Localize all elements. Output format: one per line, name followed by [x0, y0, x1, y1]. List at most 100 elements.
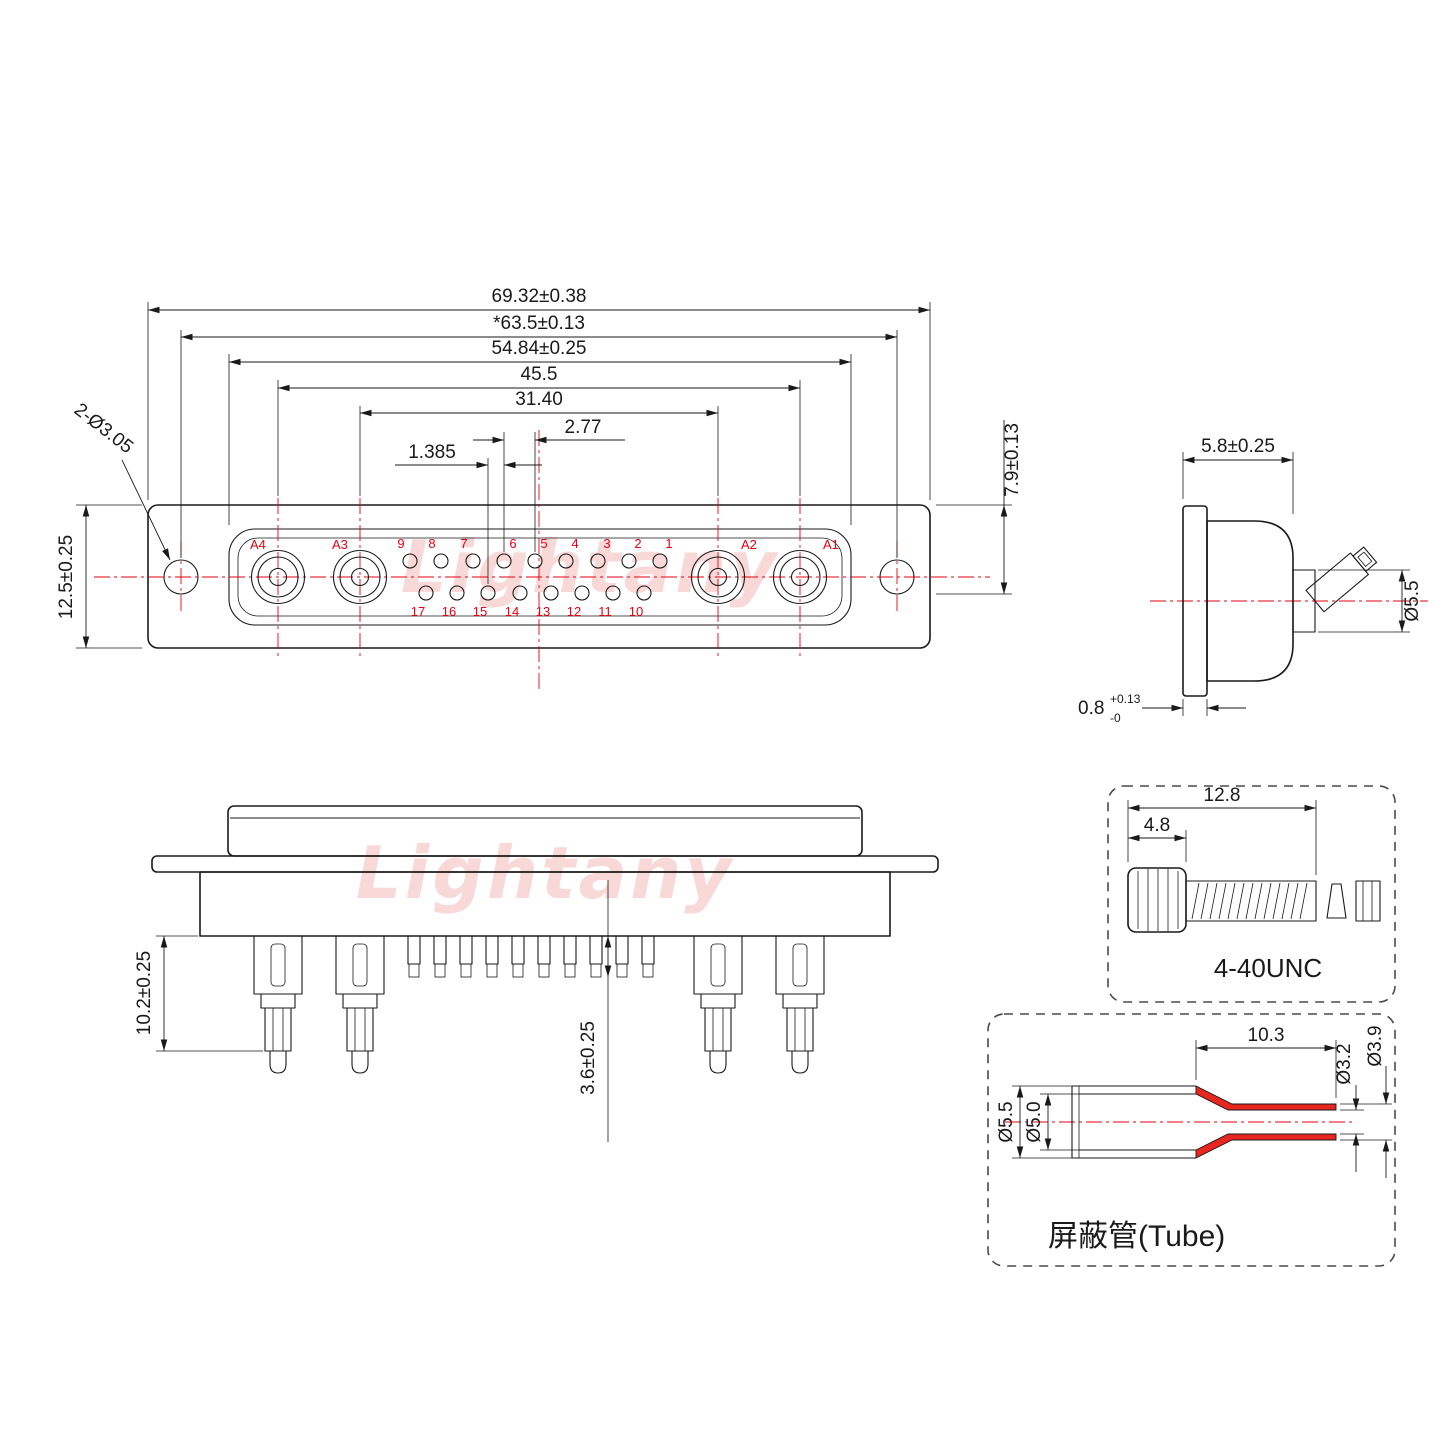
- screw-shaft: [1185, 880, 1317, 922]
- pin-label: 6: [509, 536, 516, 551]
- pin-label: 17: [411, 604, 425, 619]
- dim-text: 31.40: [515, 389, 563, 410]
- pin-row-top: 9 8 7 6 5 4 3 2 1: [397, 536, 673, 569]
- dim-width-outer: 69.32±0.38: [147, 286, 931, 500]
- pin: [512, 585, 528, 601]
- dim-text: Ø5.0: [1024, 1101, 1045, 1142]
- pin: [605, 585, 621, 601]
- pin: [543, 585, 559, 601]
- dim-tail-length: 3.6±0.25: [578, 880, 612, 1142]
- dim-text: 1.385: [408, 442, 456, 463]
- pin-label: 15: [473, 604, 487, 619]
- tube-detail-box: 10.3 Ø3.2 Ø3.9 Ø5.5: [987, 1013, 1396, 1267]
- housing-body: [1206, 520, 1294, 682]
- coax-mid: [339, 556, 381, 598]
- thread-spec-label: 4-40UNC: [1214, 953, 1322, 983]
- pin-label: 4: [571, 536, 578, 551]
- pin-label: 3: [603, 536, 610, 551]
- pin-label: 2: [634, 536, 641, 551]
- tube-large-section: [1071, 1085, 1196, 1159]
- coax-pin: [350, 567, 370, 587]
- dim-text: 12.8: [1204, 785, 1241, 806]
- dim-text: Ø5.5: [996, 1101, 1017, 1142]
- screw-detail-box: 12.8 4.8 4-40UNC: [1107, 785, 1396, 1003]
- coax-label-a2: A2: [741, 537, 757, 552]
- signal-contact-comb: [407, 935, 655, 978]
- dim-tube-length: 10.3: [1195, 1025, 1337, 1098]
- dim-tol-plus: +0.13: [1110, 692, 1141, 706]
- watermark: Lightany Lightany: [356, 525, 777, 915]
- small-wedge-part: [1326, 883, 1347, 919]
- dim-half-pitch: 1.385: [395, 442, 542, 584]
- detail-box-border: [1107, 785, 1396, 1003]
- pin: [621, 553, 637, 569]
- back-view: 10.2±0.25 3.6±0.25: [134, 805, 939, 1142]
- dim-tol-minus: -0: [1110, 711, 1121, 725]
- dim-text: 4.8: [1144, 815, 1170, 836]
- pin-label: 8: [428, 536, 435, 551]
- dim-width-coax-inner: 31.40: [359, 389, 719, 496]
- coax-mid: [257, 556, 299, 598]
- pin: [652, 553, 668, 569]
- dim-contact-length: 10.2±0.25: [134, 935, 263, 1052]
- thread-lines: [1191, 882, 1308, 920]
- pin-label: 16: [442, 604, 456, 619]
- pin: [636, 585, 652, 601]
- dim-width-holes: *63.5±0.13: [180, 313, 898, 558]
- dim-text: *63.5±0.13: [493, 313, 585, 334]
- pin: [465, 553, 481, 569]
- tube-wall-top: [1195, 1085, 1337, 1111]
- dim-text: 54.84±0.25: [492, 338, 587, 359]
- dim-barrel: Ø5.5: [1318, 569, 1423, 633]
- dim-width-cutout: 54.84±0.25: [228, 338, 852, 525]
- pin: [590, 553, 606, 569]
- coax-label-a1: A1: [823, 537, 839, 552]
- pin-label: 14: [505, 604, 519, 619]
- pin-label: 13: [536, 604, 550, 619]
- pin: [496, 553, 512, 569]
- coax-pin: [708, 567, 728, 587]
- dim-screw-total: 12.8: [1127, 785, 1317, 875]
- dim-text: Ø3.9: [1365, 1025, 1386, 1066]
- dim-text: 10.3: [1248, 1025, 1285, 1046]
- dim-text: 3.6±0.25: [578, 1021, 599, 1095]
- coax-mid: [697, 556, 739, 598]
- pin-label: 5: [540, 536, 547, 551]
- coax-contact-a1: [772, 549, 828, 605]
- coax-contact-a4: [250, 549, 306, 605]
- pin-label: 11: [598, 604, 612, 619]
- coax-outer: [250, 549, 306, 605]
- dim-depth: 5.8±0.25: [1182, 436, 1294, 514]
- coax-solder-contact: [253, 935, 303, 1074]
- pin: [527, 553, 543, 569]
- tube-label: 屏蔽管(Tube): [1048, 1220, 1225, 1253]
- dim-opening-height: 7.9±0.13: [936, 420, 1023, 595]
- coax-mid: [779, 556, 821, 598]
- dim-text: 2.77: [565, 417, 602, 438]
- dim-text: 5.8±0.25: [1201, 436, 1275, 457]
- pin-label: 7: [460, 536, 467, 551]
- detail-box-border: [987, 1013, 1396, 1267]
- dim-screw-head: 4.8: [1128, 815, 1187, 862]
- dim-flange-thickness: 0.8 +0.13 -0: [1078, 692, 1246, 725]
- coax-outer: [332, 549, 388, 605]
- coax-solder-contact: [335, 935, 385, 1074]
- coax-label-a3: A3: [332, 537, 348, 552]
- pin: [418, 585, 434, 601]
- side-view: 5.8±0.25 Ø5.5 0.8 +0.13 -0: [1078, 436, 1428, 725]
- pin: [558, 553, 574, 569]
- coax-pin: [790, 567, 810, 587]
- pin-label: 12: [567, 604, 581, 619]
- pin: [449, 585, 465, 601]
- dim-text: 0.8: [1078, 698, 1104, 719]
- watermark-text: Lightany: [356, 831, 735, 915]
- pin-label: 10: [629, 604, 643, 619]
- dim-tube-outer-small: Ø3.9: [1340, 1025, 1392, 1178]
- front-view: A4 A3 A2 A1 9 8 7 6 5 4 3 2 1: [56, 286, 1023, 692]
- dim-text: Ø3.2: [1334, 1043, 1355, 1084]
- pin: [480, 585, 496, 601]
- dim-height: 12.5±0.25: [56, 504, 142, 649]
